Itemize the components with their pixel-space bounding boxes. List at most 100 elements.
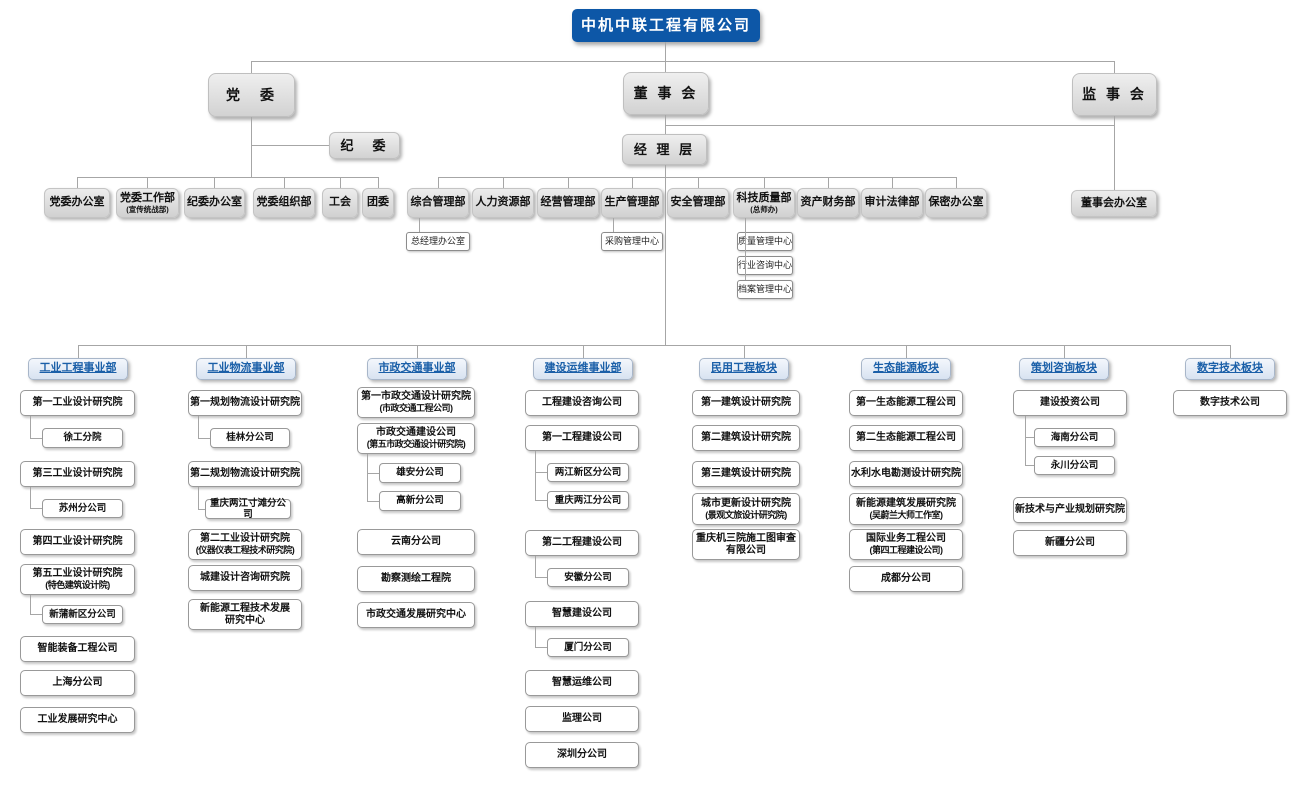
node-label: 董事会办公室 <box>1081 196 1147 209</box>
node-label: 深圳分公司 <box>557 749 607 760</box>
connector-line <box>30 438 42 439</box>
connector-line <box>613 218 614 232</box>
node-label: 第三建筑设计研究院 <box>701 468 791 479</box>
connector-line <box>30 614 42 615</box>
org-node: 第三建筑设计研究院 <box>692 461 800 487</box>
node-label: 智能装备工程公司 <box>37 643 118 654</box>
node-label: 工业物流事业部 <box>207 362 285 375</box>
node-sublabel: (总师办) <box>750 205 778 215</box>
node-label: 总经理办公室 <box>410 236 465 247</box>
node-label: 勘察测绘工程院 <box>381 573 451 584</box>
node-sublabel: (吴蔚兰大师工作室) <box>869 509 944 520</box>
node-label: 科技质量部 <box>736 191 792 204</box>
node-label: 生态能源板块 <box>873 362 939 375</box>
org-node: 成都分公司 <box>849 566 963 592</box>
connector-line <box>30 595 31 615</box>
node-label: 党委办公室 <box>49 196 105 209</box>
org-node: 城建设计咨询研究院 <box>188 565 302 591</box>
node-sublabel: (特色建筑设计院) <box>45 580 110 591</box>
org-node: 勘察测绘工程院 <box>357 566 475 592</box>
connector-line <box>1025 465 1034 466</box>
connector-line <box>535 647 547 648</box>
party-dept-node: 工会 <box>322 188 358 218</box>
node-label: 保密办公室 <box>928 196 984 209</box>
node-label: 董 事 会 <box>633 85 699 102</box>
division-header: 民用工程板块 <box>699 358 789 380</box>
connector-line <box>503 177 504 188</box>
node-label: 安全管理部 <box>670 196 726 209</box>
connector-line <box>535 556 536 578</box>
org-node: 第二建筑设计研究院 <box>692 425 800 451</box>
node-label: 综合管理部 <box>410 196 466 209</box>
org-node: 第三工业设计研究院 <box>20 461 135 487</box>
connector-line <box>147 177 148 188</box>
connector-line <box>198 416 199 438</box>
node-label: 人力资源部 <box>475 196 531 209</box>
node-label: 民用工程板块 <box>711 362 777 375</box>
connector-line <box>906 345 907 358</box>
node-sublabel: (第四工程建设公司) <box>869 545 944 556</box>
node-label: 建设运维事业部 <box>544 362 622 375</box>
org-node: 数字技术公司 <box>1173 390 1287 416</box>
connector-line <box>30 416 31 438</box>
org-node: 新能源建筑发展研究院(吴蔚兰大师工作室) <box>849 493 963 525</box>
node-label: 纪 委 <box>340 137 389 153</box>
party-dept-node: 党委办公室 <box>44 188 110 218</box>
connector-line <box>214 177 215 188</box>
node-sublabel: (景观文旅设计研究院) <box>705 509 787 520</box>
node-label: 经营管理部 <box>540 196 596 209</box>
node-label: 永川分公司 <box>1050 459 1099 471</box>
org-node: 智慧建设公司 <box>525 601 639 627</box>
org-node: 第二工业设计研究院(仪器仪表工程技术研究院) <box>188 529 302 560</box>
mgmt-dept-node: 综合管理部 <box>407 188 469 218</box>
node-label: 智慧建设公司 <box>552 608 612 619</box>
org-node: 新能源工程技术发展 研究中心 <box>188 599 302 630</box>
org-node: 建设投资公司 <box>1013 390 1127 416</box>
mgmt-dept-node: 保密办公室 <box>925 188 987 218</box>
node-label: 第一规划物流设计研究院 <box>190 397 300 408</box>
node-label: 中机中联工程有限公司 <box>580 16 751 34</box>
node-board: 董 事 会 <box>623 72 709 115</box>
org-child-node: 重庆两江分公司 <box>547 491 629 510</box>
node-label: 雄安分公司 <box>396 467 444 479</box>
node-label: 监 事 会 <box>1082 86 1147 103</box>
connector-line <box>340 177 341 188</box>
node-label: 第二建筑设计研究院 <box>701 432 791 443</box>
connector-line <box>568 177 569 188</box>
node-label: 高新分公司 <box>396 495 444 507</box>
sub-center-node: 采购管理中心 <box>601 232 663 251</box>
connector-line <box>535 500 547 501</box>
connector-line <box>535 472 547 473</box>
connector-line <box>367 501 379 502</box>
node-sublabel: (市政交通工程公司) <box>379 403 454 414</box>
org-node: 第二工程建设公司 <box>525 530 639 556</box>
org-child-node: 雄安分公司 <box>379 463 461 483</box>
connector-line <box>246 345 247 358</box>
connector-line <box>665 61 666 72</box>
node-label: 第一建筑设计研究院 <box>701 397 791 408</box>
node-label: 档案管理中心 <box>738 284 793 295</box>
sub-center-node: 档案管理中心 <box>737 280 793 299</box>
sub-center-node: 总经理办公室 <box>406 232 470 251</box>
org-node: 工程建设咨询公司 <box>525 390 639 416</box>
division-header: 生态能源板块 <box>861 358 951 380</box>
connector-line <box>251 145 329 146</box>
org-child-node: 重庆两江寸滩分公司 <box>205 498 291 520</box>
node-label: 市政交通建设公司 <box>376 427 456 439</box>
node-label: 经 理 层 <box>633 141 696 157</box>
node-label: 桂林分公司 <box>226 432 274 444</box>
org-child-node: 苏州分公司 <box>42 499 123 518</box>
connector-line <box>198 487 199 509</box>
org-node: 水利水电勘测设计研究院 <box>849 461 963 487</box>
node-label: 海南分公司 <box>1050 431 1099 443</box>
connector-line <box>78 345 1231 346</box>
node-label: 第二工程建设公司 <box>542 537 622 548</box>
connector-line <box>1114 116 1115 190</box>
node-label: 质量管理中心 <box>738 236 793 247</box>
mgmt-dept-node: 资产财务部 <box>797 188 859 218</box>
connector-line <box>1025 416 1026 466</box>
connector-line <box>665 165 666 345</box>
org-node: 智慧运维公司 <box>525 670 639 696</box>
node-label: 生产管理部 <box>604 196 660 209</box>
division-header: 市政交通事业部 <box>367 358 467 380</box>
